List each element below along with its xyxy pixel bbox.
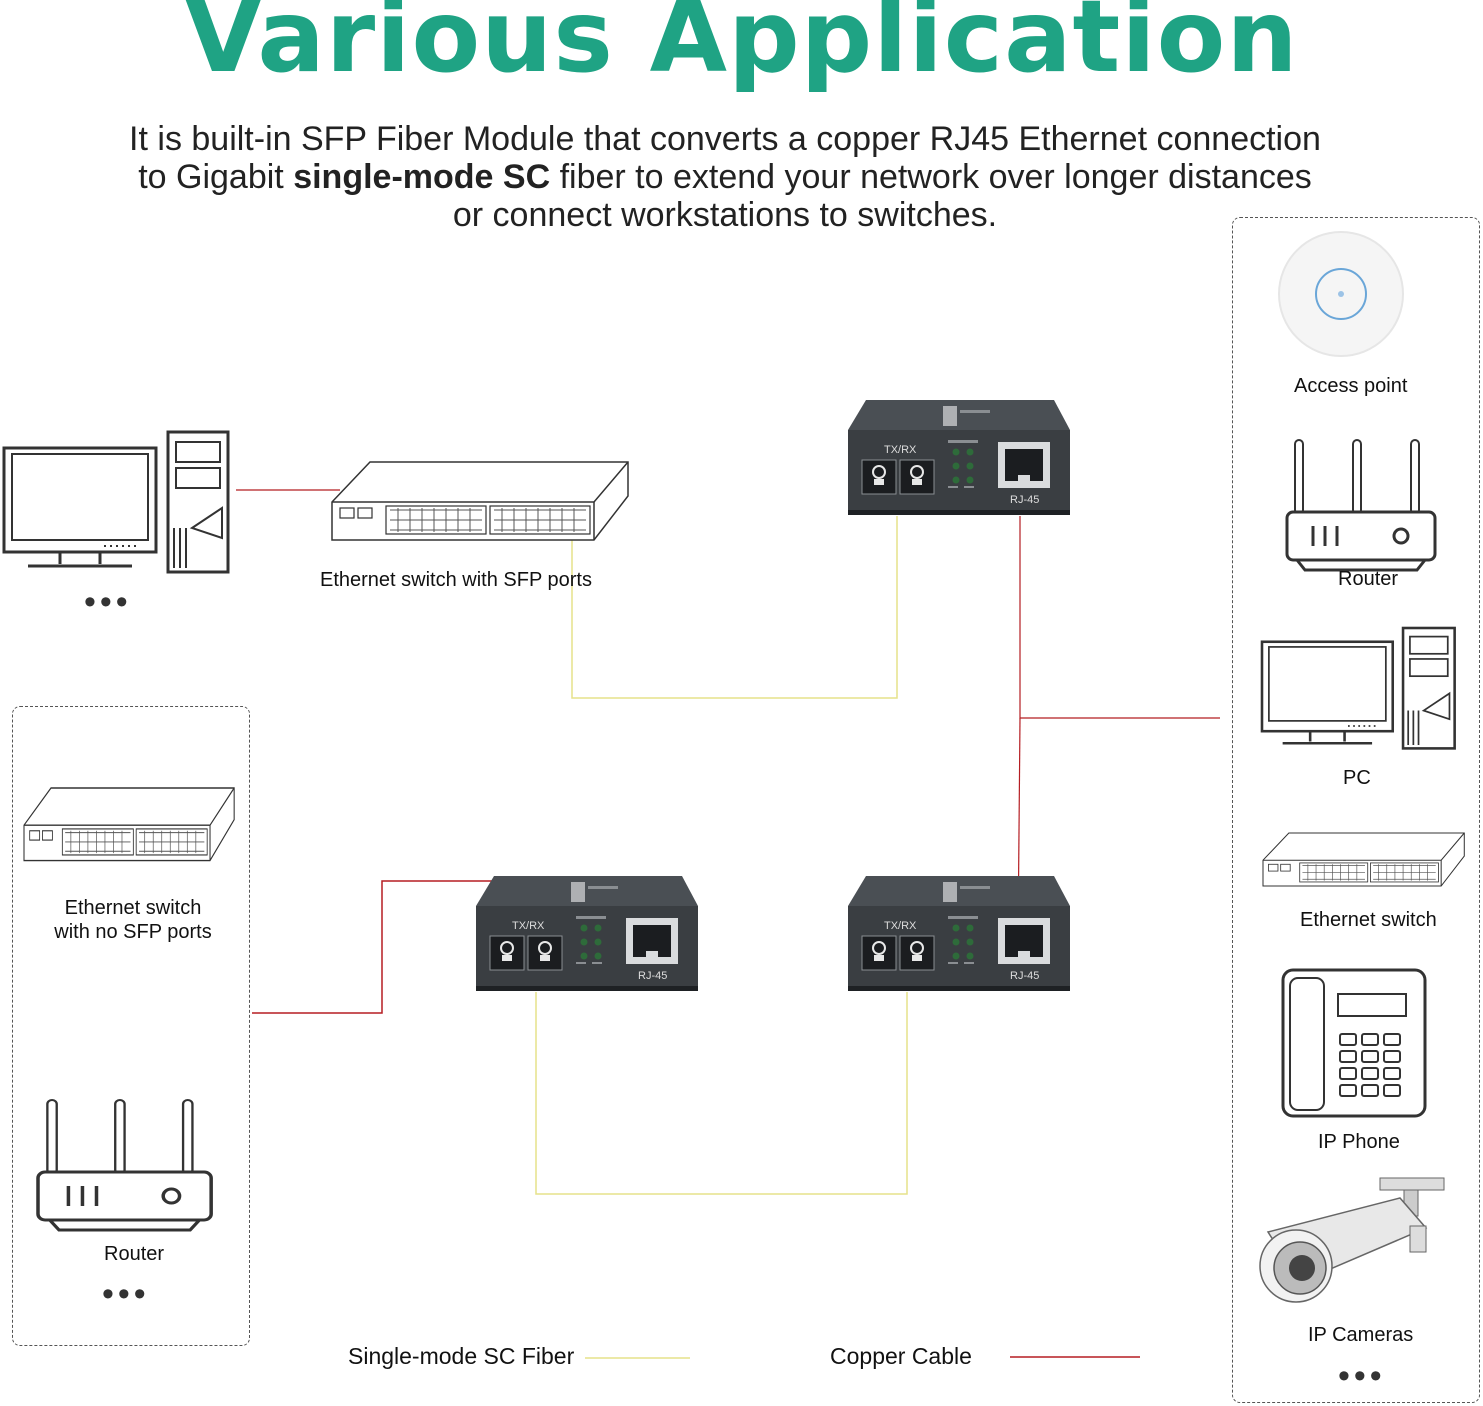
intro-line-2-end: fiber to extend your network over longer… [550, 158, 1312, 196]
switch-no-sfp-label-line-2: with no SFP ports [54, 921, 212, 943]
converter-bl-copper-label: RJ-45 [638, 970, 668, 982]
converter-top-fiber-label: TX/RX [884, 444, 917, 456]
pc-icon-top-left [2, 430, 230, 574]
switch-icon-sfp [331, 461, 629, 541]
fiber-line-bottom [535, 992, 908, 1195]
switch-icon-right [1262, 832, 1465, 887]
router-right-label: Router [1338, 568, 1399, 590]
switch-icon-no-sfp [23, 787, 235, 862]
pc-icon-right [1260, 626, 1456, 750]
intro-line-3: or connect workstations to switches. [452, 196, 998, 234]
legend-copper-label: Copper Cable [830, 1343, 972, 1369]
fiber-line-top [571, 516, 898, 699]
left-device-panel [12, 706, 250, 1346]
ethernet-switch-label: Ethernet switch [1300, 909, 1437, 931]
copper-line-converter-vertical [1019, 516, 1220, 719]
intro-line-2-bold: single-mode SC [293, 158, 551, 196]
ip-cameras-label: IP Cameras [1308, 1324, 1414, 1346]
ip-phone-icon [1281, 968, 1427, 1118]
intro-line-2: to Gigabit single-mode SC fiber to exten… [40, 158, 1410, 196]
switch-no-sfp-label: Ethernet switch with no SFP ports [20, 896, 246, 944]
more-devices-left: ••• [102, 1275, 150, 1313]
pc-label: PC [1343, 767, 1371, 789]
converter-br-copper-label: RJ-45 [1010, 970, 1040, 982]
router-left-label: Router [104, 1243, 165, 1265]
right-device-panel [1232, 217, 1480, 1403]
router-icon-right [1285, 438, 1437, 572]
intro-line-1: It is built-in SFP Fiber Module that con… [129, 120, 1321, 158]
legend-fiber-label: Single-mode SC Fiber [348, 1343, 575, 1369]
switch-sfp-label: Ethernet switch with SFP ports [320, 569, 592, 591]
ip-phone-label: IP Phone [1318, 1131, 1400, 1153]
intro-line-2-start: to Gigabit [138, 158, 294, 196]
more-devices-right: ••• [1338, 1357, 1386, 1395]
ip-camera-icon [1259, 1177, 1445, 1303]
switch-no-sfp-label-line-1: Ethernet switch [64, 897, 202, 919]
intro-text: It is built-in SFP Fiber Module that con… [40, 120, 1410, 234]
access-point-icon [1278, 231, 1404, 357]
converter-top-copper-label: RJ-45 [1010, 494, 1040, 506]
page-title: Various Application [184, 0, 1299, 95]
converter-bl-fiber-label: TX/RX [512, 920, 545, 932]
converter-br-fiber-label: TX/RX [884, 920, 917, 932]
router-icon-left [36, 1098, 213, 1232]
more-devices-top-left: ••• [84, 583, 132, 621]
access-point-label: Access point [1294, 375, 1408, 397]
